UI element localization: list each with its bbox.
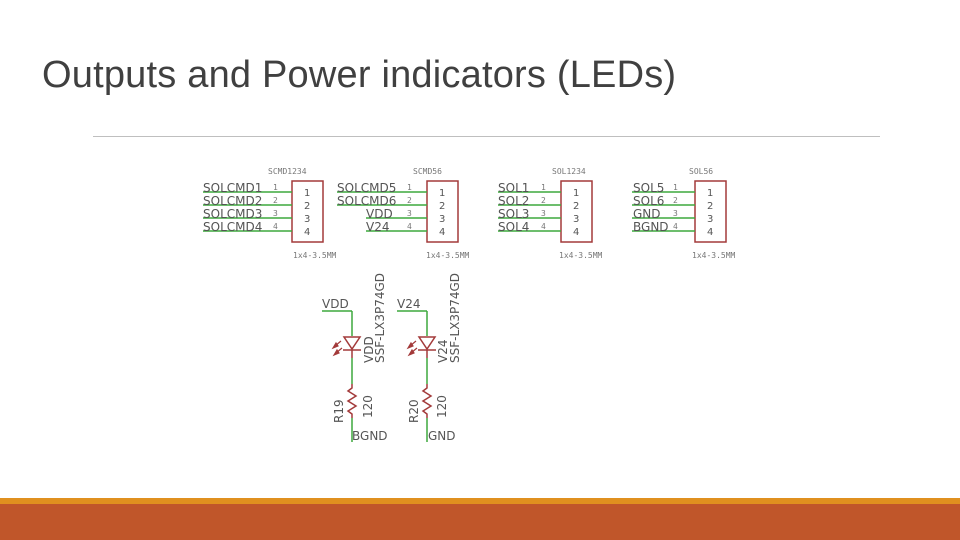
led-symbol [417, 336, 437, 358]
slide-title: Outputs and Power indicators (LEDs) [42, 54, 677, 96]
resistor-value: 120 [361, 395, 375, 418]
led-name: VDD [362, 336, 376, 363]
net-label: SOLCMD6 [337, 194, 396, 208]
pin-number: 3 [673, 209, 678, 218]
led-part-number: SSF-LX3P74GD [448, 273, 462, 363]
pin-number: 3 [407, 209, 412, 218]
pin-number: 2 [673, 196, 678, 205]
pin-number: 1 [673, 183, 678, 192]
resistor-symbol [421, 384, 433, 418]
footer-bar [0, 504, 960, 540]
connector-body [291, 180, 324, 243]
package-label: 1x4-3.5MM [559, 251, 603, 260]
footer-accent-stripe [0, 498, 960, 504]
body-pin-number: 4 [707, 227, 713, 238]
pin-number: 3 [273, 209, 278, 218]
package-label: 1x4-3.5MM [293, 251, 337, 260]
connector-sol1234: SOL1234 SOL1 SOL2 SOL3 SOL4 1 2 3 4 1 2 … [498, 167, 603, 260]
body-pin-number: 4 [573, 227, 579, 238]
net-label: BGND [633, 220, 669, 234]
net-label: SOL2 [498, 194, 529, 208]
title-divider [93, 136, 880, 137]
connector-name: SOL56 [689, 167, 713, 176]
supply-label: V24 [397, 297, 420, 311]
connector-wires [203, 191, 292, 232]
indicator-v24: V24 V24 SSF-LX3P74GD R20 120 GND [397, 273, 462, 443]
net-label: SOLCMD4 [203, 220, 262, 234]
pin-number: 4 [407, 222, 412, 231]
package-label: 1x4-3.5MM [426, 251, 470, 260]
package-label: 1x4-3.5MM [692, 251, 736, 260]
connector-body [426, 180, 459, 243]
body-pin-number: 2 [573, 201, 579, 212]
pin-number: 4 [541, 222, 546, 231]
led-part-number: SSF-LX3P74GD [373, 273, 387, 363]
ground-label: GND [428, 429, 456, 443]
connector-scmd1234: SCMD1234 SOLCMD1 SOLCMD2 SOLCMD3 SOLCMD4… [203, 167, 337, 260]
pin-number: 2 [407, 196, 412, 205]
light-emission-icon [331, 340, 343, 357]
supply-label: VDD [322, 297, 349, 311]
connector-wires [498, 191, 561, 232]
body-pin-number: 2 [707, 201, 713, 212]
ground-label: BGND [352, 429, 388, 443]
net-label: SOL1 [498, 181, 529, 195]
body-pin-number: 1 [439, 188, 445, 199]
net-label: GND [633, 207, 661, 221]
pin-number: 1 [407, 183, 412, 192]
connector-name: SOL1234 [552, 167, 586, 176]
light-emission-icon [406, 340, 418, 357]
pin-number: 2 [541, 196, 546, 205]
body-pin-number: 1 [707, 188, 713, 199]
body-pin-number: 2 [439, 201, 445, 212]
pin-number: 4 [273, 222, 278, 231]
pin-number: 4 [673, 222, 678, 231]
indicator-vdd: VDD VDD SSF-LX3P74GD R19 120 BGND [322, 273, 388, 443]
body-pin-number: 1 [304, 188, 310, 199]
resistor-name: R20 [407, 399, 421, 423]
net-label: SOLCMD3 [203, 207, 262, 221]
body-pin-number: 2 [304, 201, 310, 212]
body-pin-number: 4 [439, 227, 445, 238]
connector-name: SCMD1234 [268, 167, 307, 176]
net-label: SOLCMD5 [337, 181, 396, 195]
resistor-value: 120 [435, 395, 449, 418]
net-label: SOL6 [633, 194, 664, 208]
body-pin-number: 3 [573, 214, 579, 225]
connector-body [694, 180, 727, 243]
body-pin-number: 3 [707, 214, 713, 225]
pin-number: 1 [541, 183, 546, 192]
connector-name: SCMD56 [413, 167, 442, 176]
net-label: SOLCMD1 [203, 181, 262, 195]
net-label: SOL3 [498, 207, 529, 221]
resistor-name: R19 [332, 399, 346, 423]
pin-number: 3 [541, 209, 546, 218]
body-pin-number: 3 [439, 214, 445, 225]
net-label: SOLCMD2 [203, 194, 262, 208]
connector-scmd56: SCMD56 SOLCMD5 SOLCMD6 VDD V24 1 2 3 4 1… [337, 167, 470, 260]
connector-wires [632, 191, 695, 232]
net-label: SOL4 [498, 220, 529, 234]
net-label: SOL5 [633, 181, 664, 195]
pin-number: 2 [273, 196, 278, 205]
connector-wires [337, 191, 427, 232]
body-pin-number: 4 [304, 227, 310, 238]
body-pin-number: 3 [304, 214, 310, 225]
connector-sol56: SOL56 SOL5 SOL6 GND BGND 1 2 3 4 1 2 3 4… [632, 167, 736, 260]
net-label: VDD [366, 207, 393, 221]
led-name: V24 [436, 340, 450, 363]
body-pin-number: 1 [573, 188, 579, 199]
led-symbol [342, 336, 362, 358]
pin-number: 1 [273, 183, 278, 192]
net-label: V24 [366, 220, 389, 234]
resistor-symbol [346, 384, 358, 418]
connector-body [560, 180, 593, 243]
